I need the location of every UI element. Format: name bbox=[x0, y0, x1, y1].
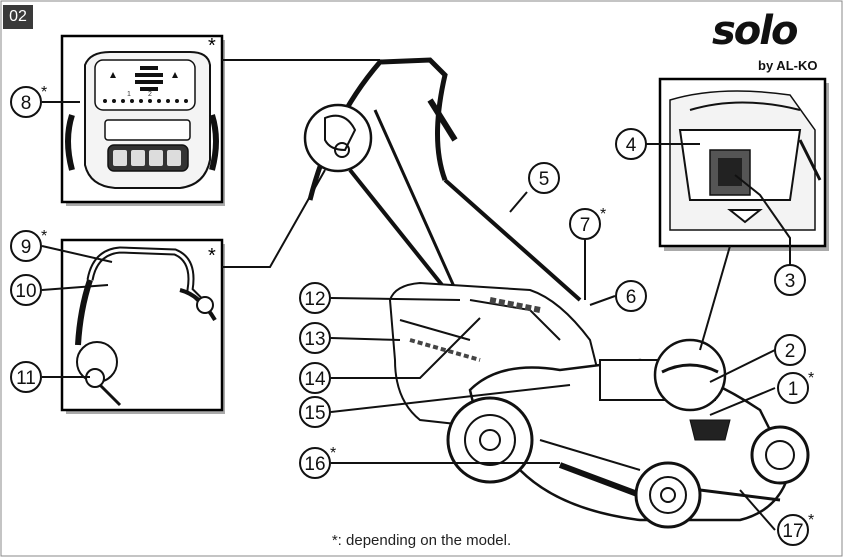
arrow-up-icon bbox=[172, 72, 178, 78]
callout-circle-17 bbox=[777, 514, 809, 546]
arrow-up-icon bbox=[110, 72, 116, 78]
callout-circle-9 bbox=[10, 230, 42, 262]
callout-circle-3 bbox=[774, 264, 806, 296]
page-number-tag: 02 bbox=[3, 5, 33, 29]
callout-number-13: 13 bbox=[304, 329, 325, 350]
callout-asterisk-17: * bbox=[808, 512, 814, 529]
connector-lines bbox=[222, 59, 731, 351]
callout-asterisk-8: * bbox=[41, 84, 47, 101]
callout-asterisk-7: * bbox=[600, 206, 606, 223]
battery-slot bbox=[709, 149, 751, 196]
plus-button bbox=[167, 150, 181, 166]
callout-number-10: 10 bbox=[15, 281, 36, 302]
detail-magnifier bbox=[653, 338, 727, 412]
callout-number-8: 8 bbox=[21, 93, 32, 114]
callout-asterisk-9: * bbox=[41, 228, 47, 245]
callout-asterisk-1: * bbox=[808, 370, 814, 387]
callout-number-4: 4 bbox=[626, 135, 637, 156]
inset-asterisk: * bbox=[208, 245, 216, 267]
callout-circle-13 bbox=[299, 322, 331, 354]
callout-number-17: 17 bbox=[782, 521, 803, 542]
callout-number-14: 14 bbox=[304, 369, 326, 390]
callout-number-3: 3 bbox=[785, 271, 796, 292]
power-button bbox=[113, 150, 127, 166]
callout-circle-6 bbox=[615, 280, 647, 312]
brand-logo: solo by AL-KO bbox=[712, 8, 832, 78]
callout-number-9: 9 bbox=[21, 237, 32, 258]
callout-circle-11 bbox=[10, 361, 42, 393]
brand-name: solo bbox=[712, 8, 798, 54]
home-button bbox=[149, 150, 163, 166]
callout-circle-12 bbox=[299, 282, 331, 314]
callout-number-5: 5 bbox=[539, 169, 550, 190]
display-window bbox=[104, 119, 191, 141]
callout-circle-10 bbox=[10, 274, 42, 306]
footnote: *: depending on the model. bbox=[331, 532, 512, 549]
callout-circle-4 bbox=[615, 128, 647, 160]
inset-asterisk: * bbox=[208, 35, 216, 57]
front-wheel bbox=[634, 461, 702, 529]
mode-button bbox=[131, 150, 145, 166]
callout-circle-16 bbox=[299, 447, 331, 479]
callout-asterisk-16: * bbox=[330, 445, 336, 462]
leader-lines bbox=[41, 101, 791, 531]
inset-battery-compartment bbox=[658, 77, 829, 251]
scale-label-2: 2 bbox=[148, 91, 152, 98]
lawn-mower bbox=[303, 57, 810, 529]
callout-circle-8 bbox=[10, 86, 42, 118]
callout-circle-7 bbox=[569, 208, 601, 240]
callout-circle-1 bbox=[777, 372, 809, 404]
callout-circle-14 bbox=[299, 362, 331, 394]
inset-handle-bar: * bbox=[60, 238, 225, 414]
callout-circle-2 bbox=[774, 334, 806, 366]
rear-wheel bbox=[446, 396, 534, 484]
callout-circle-15 bbox=[299, 396, 331, 428]
front-wheel-right bbox=[750, 425, 810, 485]
callout-number-7: 7 bbox=[580, 215, 591, 236]
callout-number-15: 15 bbox=[304, 403, 325, 424]
inset-control-panel: * 1 2 bbox=[60, 34, 225, 206]
callout-number-11: 11 bbox=[16, 368, 36, 389]
scale-label-1: 1 bbox=[127, 91, 131, 98]
callout-number-1: 1 bbox=[788, 379, 799, 400]
callout-number-6: 6 bbox=[626, 287, 637, 308]
callout-number-2: 2 bbox=[785, 341, 796, 362]
callout-circle-5 bbox=[528, 162, 560, 194]
callout-number-16: 16 bbox=[304, 454, 325, 475]
callout-number-12: 12 bbox=[304, 289, 325, 310]
brand-subtitle: by AL-KO bbox=[758, 58, 818, 73]
